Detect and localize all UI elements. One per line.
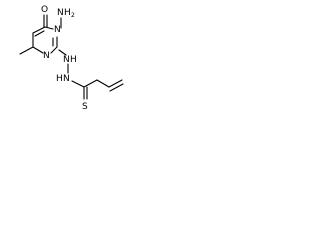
- oxygen-label: O: [41, 5, 48, 15]
- carbonyl-group: [43, 14, 48, 28]
- bond-c-ch2: [83, 79, 98, 88]
- bond-ch-ch2-double: [109, 83, 124, 92]
- ring-n1-label: N: [43, 51, 50, 61]
- pyrimidinone-ring: [32, 26, 58, 54]
- bond-c6-methyl: [19, 46, 34, 55]
- hydrazide-h1-label: H: [70, 55, 77, 65]
- bond-c4-c5-inner: [34, 30, 45, 37]
- bond-c4-c5: [32, 26, 46, 34]
- hydrazide-n1-label: N: [63, 55, 70, 65]
- amino-nitrogen-label: N: [57, 8, 64, 18]
- bond-nh-cs: [71, 80, 85, 88]
- thioamide-allyl: [83, 79, 124, 100]
- bond-c2-nh: [58, 49, 67, 56]
- bond-n1-c2: [50, 46, 58, 54]
- thione-sulfur-label: S: [82, 102, 88, 112]
- bond-ch-ch2: [108, 79, 123, 88]
- hydrazide-n2-label: N: [63, 74, 70, 84]
- bond-c6-n1: [32, 46, 44, 54]
- bond-n3-c4: [44, 26, 54, 30]
- hydrazide-h2-label: H: [56, 74, 63, 84]
- amino-hydrogen-label: H: [64, 8, 71, 18]
- bond-ch2-ch: [96, 79, 110, 88]
- ring-n3-label: N: [54, 25, 61, 35]
- hydrazide-chain: [58, 49, 85, 88]
- amino-hydrogen-count: 2: [71, 12, 75, 19]
- chemical-structure: O N H 2 N N N H N H S: [19, 5, 124, 112]
